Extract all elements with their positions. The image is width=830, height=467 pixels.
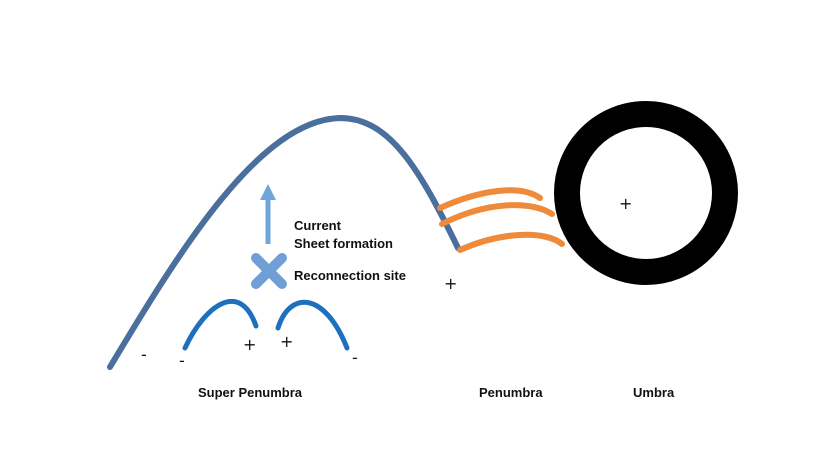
current-label-line1: Current [294, 218, 342, 233]
polarity-sign-big-loop-left: - [141, 345, 147, 364]
region-label-super-penumbra: Super Penumbra [198, 385, 303, 400]
polarity-sign-umbra: + [619, 194, 632, 213]
polarity-sign-small-right-foot-right: - [352, 348, 358, 367]
umbra-ring [554, 101, 738, 285]
polarity-sign-small-left-foot-left: - [179, 351, 185, 370]
polarity-sign-big-loop-right: + [444, 274, 457, 293]
small-loop-right [275, 299, 350, 351]
region-label-umbra: Umbra [633, 385, 675, 400]
polarity-sign-small-left-foot-right: + [243, 335, 256, 354]
region-label-penumbra: Penumbra [479, 385, 543, 400]
reconnection-site-label: Reconnection site [294, 268, 406, 283]
polarity-sign-small-right-foot-left: + [280, 332, 293, 351]
penumbral-field-line-3 [457, 231, 565, 253]
small-loop-left [182, 299, 259, 351]
penumbral-field-line-2 [439, 202, 555, 227]
reconnection-x-icon [251, 253, 287, 289]
large-magnetic-loop [107, 114, 461, 370]
upward-arrow-icon [260, 184, 276, 244]
penumbral-field-line-1 [437, 187, 543, 211]
current-label-line2: Sheet formation [294, 236, 393, 251]
